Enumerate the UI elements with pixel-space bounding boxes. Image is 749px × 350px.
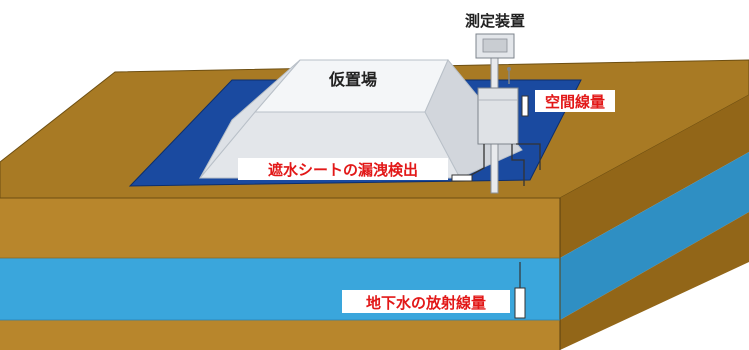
air-dose-sensor (521, 95, 529, 117)
groundwater-dose-sensor (514, 287, 526, 319)
sensor-cable (516, 143, 541, 170)
label-air-dose-bg (535, 90, 615, 112)
sensor-cable (511, 144, 525, 186)
label-measuring-device: 測定装置 (465, 12, 525, 30)
label-air-dose: 空間線量 (545, 93, 605, 111)
instrument-box (477, 87, 519, 145)
label-groundwater-dose: 地下水の放射線量 (366, 294, 486, 312)
groundwater-layer-right (560, 152, 749, 320)
label-sheet-leak-bg (238, 158, 448, 180)
antenna-tip (507, 67, 511, 71)
ground-front-upper-soil (0, 198, 560, 258)
label-temporary-storage: 仮置場 (328, 70, 377, 89)
ground-right-lower-soil (560, 212, 749, 350)
ground-front-lower-soil (0, 320, 560, 350)
storage-pile-left (199, 59, 301, 179)
label-sheet-leak: 遮水シートの漏洩検出 (268, 161, 418, 179)
leak-detection-sensor (451, 174, 473, 182)
label-groundwater-dose-bg (342, 290, 510, 313)
sensor-panel-screen (482, 38, 508, 53)
ground-right-upper-soil (560, 95, 749, 258)
